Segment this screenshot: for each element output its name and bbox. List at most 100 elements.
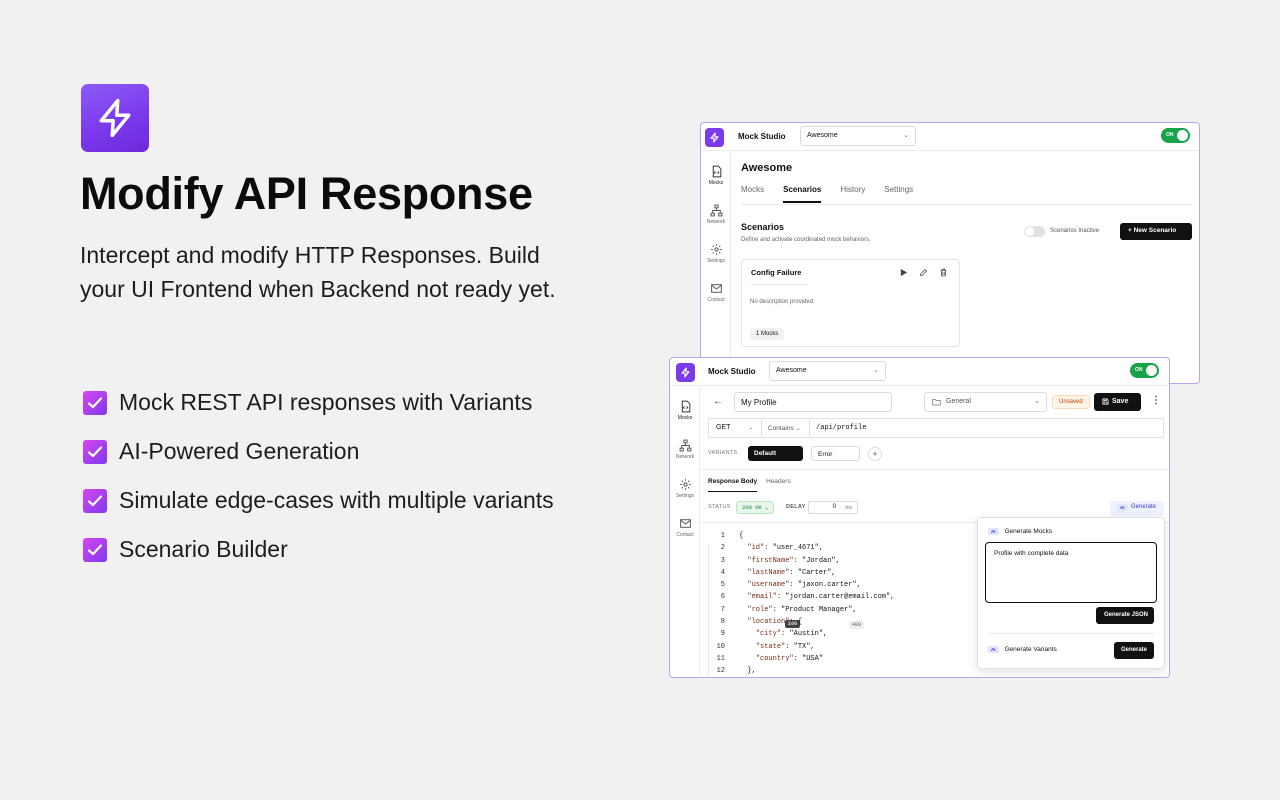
match-type-select[interactable]: Contains ⌄ bbox=[768, 424, 801, 432]
delay-label: DELAY bbox=[786, 504, 806, 510]
mail-icon bbox=[679, 519, 691, 528]
mail-icon bbox=[710, 284, 722, 293]
generate-variants-title: Generate Variants bbox=[1004, 646, 1057, 653]
method-value: GET bbox=[716, 424, 731, 431]
divider bbox=[701, 469, 1169, 470]
toggle-knob bbox=[1177, 130, 1188, 141]
scenarios-toggle[interactable] bbox=[1024, 226, 1045, 237]
gear-icon bbox=[710, 244, 722, 255]
app-name: Mock Studio bbox=[738, 132, 786, 141]
add-variant-button[interactable]: + bbox=[868, 447, 882, 461]
nav-label: Mocks bbox=[708, 180, 724, 186]
code-text: }, bbox=[739, 667, 756, 676]
generate-variants-button[interactable]: Generate bbox=[1114, 642, 1154, 659]
feature-item: Scenario Builder bbox=[82, 525, 554, 574]
side-nav: Mocks Network Settings Contact bbox=[670, 387, 700, 677]
trash-icon[interactable] bbox=[939, 268, 948, 277]
ai-generate-button[interactable]: AI Generate bbox=[1110, 501, 1164, 516]
indent-guide bbox=[708, 545, 709, 675]
divider bbox=[988, 633, 1154, 634]
folder-select[interactable]: General ⌄ bbox=[924, 392, 1047, 412]
feature-item: AI-Powered Generation bbox=[82, 427, 554, 476]
line-number: 2 bbox=[720, 544, 725, 553]
scenarios-window: Mock Studio Awesome ⌄ ON Mocks Network S… bbox=[700, 122, 1200, 384]
back-arrow-icon[interactable]: ← bbox=[713, 396, 723, 407]
code-text: "country": "USA" bbox=[755, 654, 824, 663]
tab-mocks[interactable]: Mocks bbox=[741, 185, 765, 194]
checkbox-icon bbox=[82, 488, 108, 514]
nav-label: Settings bbox=[675, 493, 695, 499]
folder-icon bbox=[932, 399, 941, 406]
checkbox-icon bbox=[82, 439, 108, 465]
generate-mocks-title: Generate Mocks bbox=[1004, 528, 1053, 535]
nav-item-contact[interactable]: Contact bbox=[701, 282, 731, 303]
save-button[interactable]: Save bbox=[1094, 393, 1141, 411]
divider bbox=[751, 284, 808, 285]
top-bar: Mock Studio Awesome ⌄ ON bbox=[701, 123, 1199, 151]
nav-item-settings[interactable]: Settings bbox=[670, 478, 700, 499]
code-file-icon bbox=[712, 165, 721, 178]
more-options-icon[interactable]: ⋮ bbox=[1151, 395, 1161, 406]
feature-label: Simulate edge-cases with multiple varian… bbox=[119, 487, 554, 513]
page-title: Awesome bbox=[741, 162, 793, 174]
url-path-input[interactable]: /api/profile bbox=[816, 424, 867, 432]
nav-item-mocks[interactable]: Mocks bbox=[670, 400, 700, 421]
tab-response-body[interactable]: Response Body bbox=[708, 478, 758, 492]
new-scenario-button[interactable]: + New Scenario bbox=[1120, 223, 1192, 240]
hero-title: Modify API Response bbox=[80, 168, 533, 219]
line-number: 6 bbox=[720, 593, 725, 602]
mock-count-badge: 1 Mocks bbox=[750, 328, 785, 340]
project-select[interactable]: Awesome ⌄ bbox=[769, 361, 886, 381]
generate-json-button[interactable]: Generate JSON bbox=[1096, 607, 1154, 624]
chevron-down-icon: ⌄ bbox=[873, 367, 879, 374]
delay-input[interactable]: 0 ms bbox=[808, 501, 858, 514]
tab-headers[interactable]: Headers bbox=[766, 478, 791, 485]
feature-list: Mock REST API responses with Variants AI… bbox=[82, 378, 554, 574]
line-number: 12 bbox=[716, 667, 725, 676]
method-select[interactable]: GET⌄ bbox=[716, 424, 753, 431]
tab-settings[interactable]: Settings bbox=[884, 185, 914, 194]
project-select[interactable]: Awesome ⌄ bbox=[800, 126, 916, 146]
nav-item-network[interactable]: Network bbox=[670, 439, 700, 460]
play-icon[interactable] bbox=[899, 268, 908, 277]
toggle-label: ON bbox=[1135, 367, 1143, 373]
folder-select-value: General bbox=[946, 398, 971, 405]
scenario-card[interactable]: Config Failure No description provided. … bbox=[741, 259, 960, 347]
toggle-label: ON bbox=[1166, 132, 1174, 138]
code-text: "id": "user_4671", bbox=[747, 544, 824, 553]
line-number: 1 bbox=[720, 532, 725, 540]
scenario-description: No description provided. bbox=[750, 299, 815, 305]
code-text: { bbox=[739, 532, 744, 540]
nav-item-settings[interactable]: Settings bbox=[701, 243, 731, 264]
status-label: STATUS bbox=[708, 504, 731, 510]
feature-label: Scenario Builder bbox=[119, 536, 288, 562]
edit-icon[interactable] bbox=[919, 268, 928, 277]
checkbox-icon bbox=[82, 537, 108, 563]
status-select[interactable]: 200 OK ⌄ bbox=[736, 501, 775, 514]
match-type-value: Contains bbox=[768, 425, 794, 432]
nav-item-network[interactable]: Network bbox=[701, 204, 731, 225]
master-toggle[interactable]: ON bbox=[1161, 128, 1190, 143]
master-toggle[interactable]: ON bbox=[1130, 363, 1159, 378]
scenario-title: Config Failure bbox=[751, 268, 802, 277]
code-text: "city": "Austin", bbox=[755, 630, 828, 639]
tab-scenarios[interactable]: Scenarios bbox=[783, 185, 822, 203]
tab-history[interactable]: History bbox=[840, 185, 866, 194]
divider bbox=[701, 522, 1169, 523]
feature-label: AI-Powered Generation bbox=[119, 438, 360, 464]
app-name: Mock Studio bbox=[708, 367, 756, 376]
code-text: "role": "Product Manager", bbox=[747, 605, 857, 614]
mock-name-input[interactable]: My Profile bbox=[734, 392, 892, 412]
code-text: "lastName": "Carter", bbox=[747, 568, 836, 577]
side-nav: Mocks Network Settings Contact bbox=[701, 152, 731, 383]
nav-item-mocks[interactable]: Mocks bbox=[701, 165, 731, 186]
line-number: 5 bbox=[720, 581, 725, 590]
prompt-textarea[interactable]: Profile with complete data bbox=[985, 542, 1157, 603]
nav-item-contact[interactable]: Contact bbox=[670, 517, 700, 538]
nav-label: Contact bbox=[676, 532, 694, 538]
